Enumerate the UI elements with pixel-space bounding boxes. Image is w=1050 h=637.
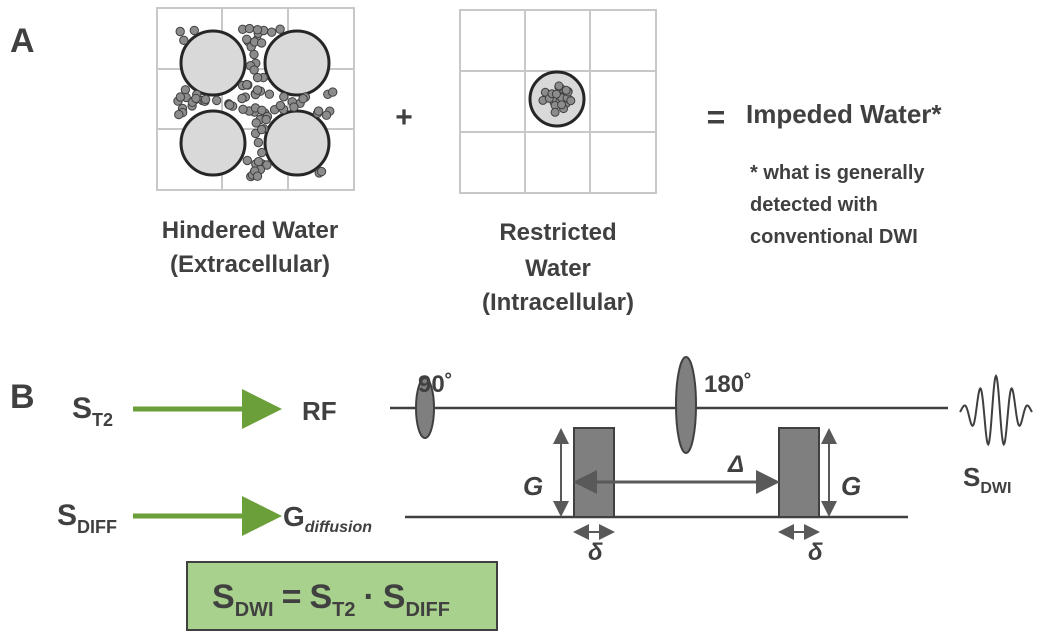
extracellular-cells: [179, 29, 331, 177]
water-molecule: [252, 171, 263, 181]
water-molecule: [191, 93, 201, 104]
water-molecule: [313, 106, 324, 116]
water-molecule: [244, 23, 255, 34]
water-molecule: [253, 156, 264, 167]
water-molecule: [257, 105, 267, 116]
g-right-label: G: [841, 471, 861, 501]
water-molecule: [256, 38, 267, 48]
water-molecule: [237, 93, 247, 104]
water-molecule: [561, 85, 571, 95]
water-molecule: [328, 87, 338, 97]
footnote-line-3: conventional DWI: [750, 226, 918, 248]
panel-a-label: A: [10, 22, 35, 60]
water-molecule: [262, 160, 272, 170]
g-left-label: G: [523, 471, 543, 501]
water-molecule: [261, 114, 271, 125]
water-molecule: [321, 110, 332, 120]
water-molecule: [275, 100, 286, 111]
water-molecule: [175, 92, 186, 102]
s-t2-label: ST2: [72, 392, 113, 430]
rf-label: RF: [302, 396, 337, 426]
small-delta-left-label: δ: [588, 539, 603, 566]
water-molecule: [242, 80, 252, 90]
s-diff-label: SDIFF: [57, 499, 117, 537]
hindered-water-molecules: [173, 23, 338, 182]
footnote-line-1: * what is generally: [750, 162, 925, 184]
water-molecule: [251, 118, 261, 128]
pulse-90: [415, 377, 435, 439]
plus-sign: +: [395, 101, 413, 134]
water-molecule: [256, 124, 267, 135]
water-molecule: [316, 166, 327, 177]
water-molecule: [557, 100, 567, 110]
water-molecule: [551, 89, 561, 99]
pulse-180-label: 180˚: [704, 371, 752, 398]
water-molecule: [200, 94, 211, 105]
equation-box: [186, 561, 498, 631]
water-molecule: [180, 85, 191, 95]
water-molecule: [550, 107, 560, 117]
g-diffusion-label: Gdiffusion: [283, 501, 372, 536]
equation: SDWI=ST2·SDIFF: [212, 578, 450, 621]
water-molecule: [554, 81, 564, 91]
hindered-subtitle: (Extracellular): [170, 251, 330, 278]
water-molecule: [267, 27, 277, 37]
water-molecule: [189, 25, 200, 36]
water-molecule: [257, 147, 267, 158]
water-molecule: [225, 100, 235, 110]
water-molecule: [252, 25, 263, 35]
water-molecule: [289, 102, 299, 112]
hindered-title: Hindered Water: [162, 217, 338, 244]
water-molecule: [252, 72, 263, 83]
impeded-water-label: Impeded Water*: [746, 99, 942, 129]
water-molecule: [252, 85, 263, 95]
water-molecule: [179, 35, 189, 45]
water-molecule: [279, 92, 289, 102]
equals-sign: =: [707, 99, 726, 135]
water-molecule: [566, 96, 576, 106]
water-molecule: [174, 109, 184, 120]
water-molecule: [249, 65, 259, 75]
pulse-90-label: 90˚: [418, 371, 453, 398]
water-molecule: [275, 24, 285, 34]
big-delta-label: Δ: [727, 451, 744, 478]
water-molecule: [242, 34, 252, 44]
gradient-lobe-left: [573, 427, 615, 518]
water-molecule: [264, 89, 275, 99]
footnote-line-2: detected with: [750, 194, 878, 216]
water-molecule: [175, 26, 185, 37]
gradient-lobe-right: [778, 427, 820, 518]
water-molecule: [212, 95, 222, 106]
restricted-water-molecules: [538, 81, 576, 117]
restricted-title: Restricted: [499, 219, 616, 246]
s-dwi-label: SDWI: [963, 462, 1011, 497]
water-molecule: [298, 94, 308, 104]
restricted-subtitle: (Intracellular): [482, 289, 634, 316]
water-molecule: [253, 137, 264, 148]
water-molecule: [242, 155, 253, 166]
panel-b-label: B: [10, 378, 35, 416]
pulse-180: [675, 356, 697, 454]
small-delta-right-label: δ: [808, 539, 823, 566]
restricted-title-2: Water: [525, 255, 591, 282]
water-molecule: [238, 104, 248, 115]
echo-signal: [959, 374, 1033, 447]
